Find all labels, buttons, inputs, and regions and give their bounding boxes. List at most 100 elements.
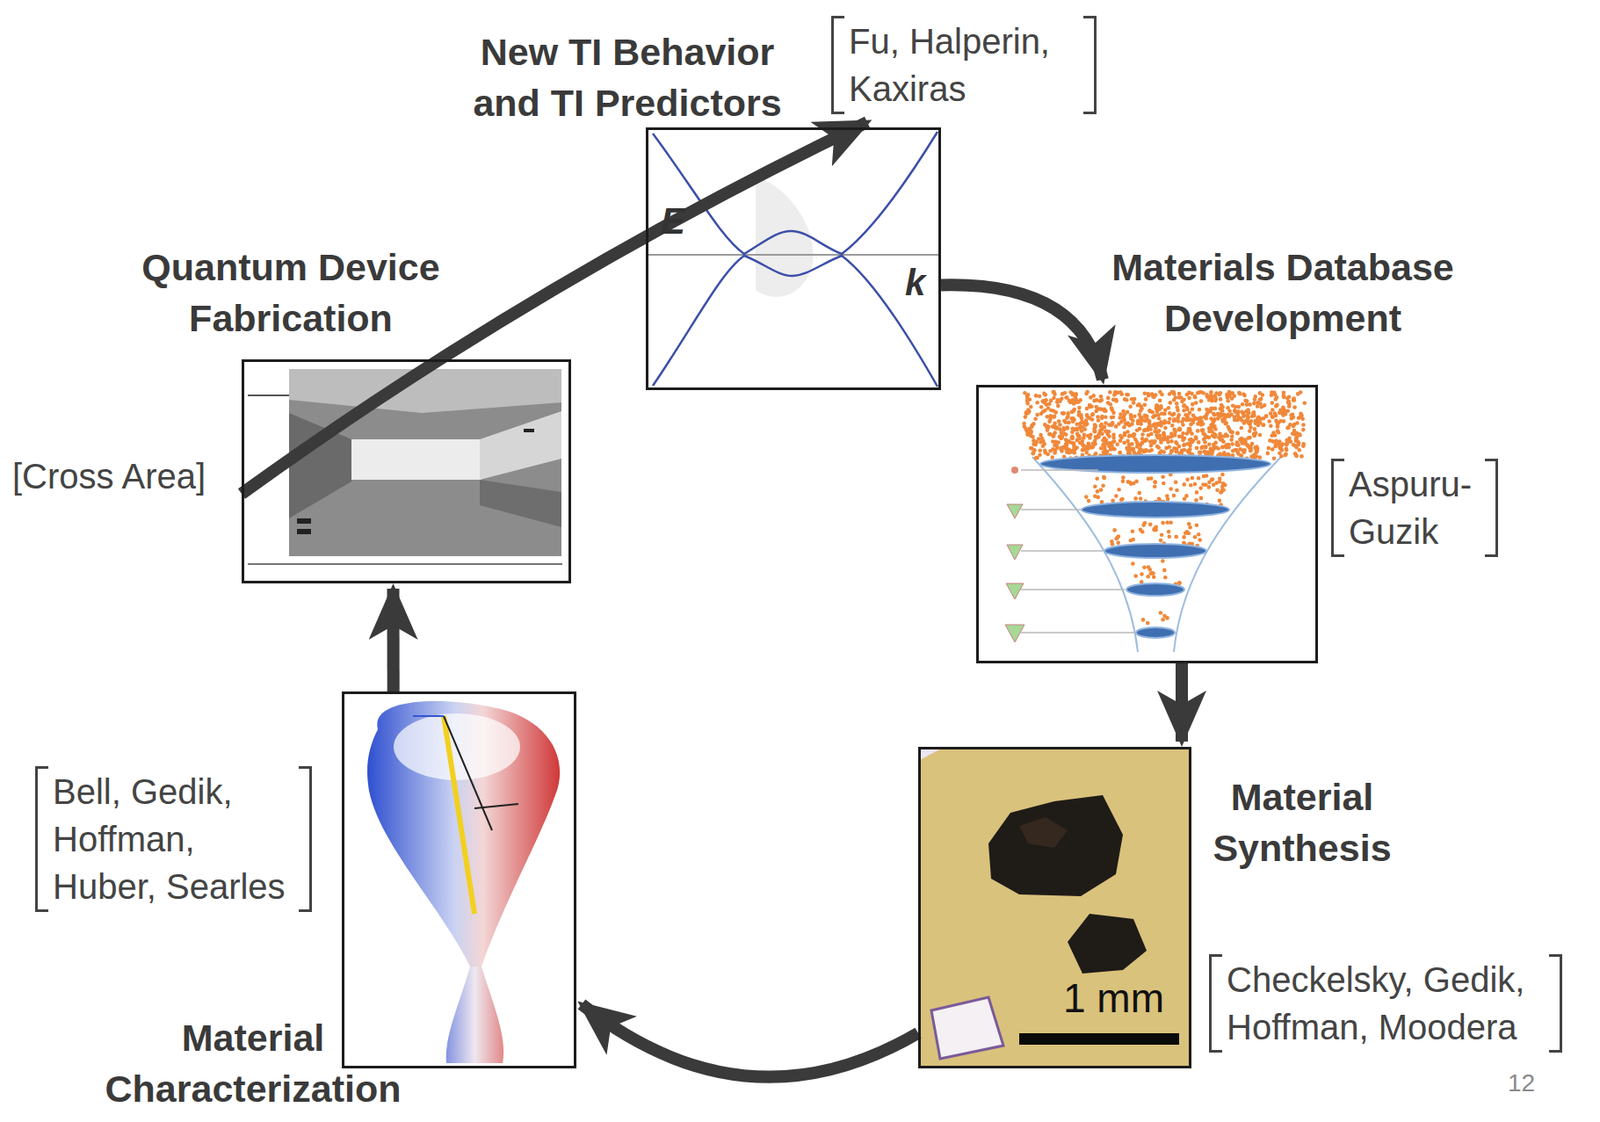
candidate-dot: [1248, 444, 1253, 449]
candidate-dot: [1207, 441, 1212, 447]
candidate-dot: [1116, 421, 1122, 427]
candidate-dot: [1082, 427, 1087, 432]
candidate-dot: [1161, 449, 1166, 455]
candidate-dot: [1051, 434, 1057, 439]
candidate-dot: [1041, 443, 1046, 449]
candidate-dot: [1145, 574, 1151, 580]
candidate-dot: [1099, 394, 1104, 399]
candidate-dot: [1190, 406, 1195, 412]
candidate-dot: [1028, 405, 1034, 410]
candidate-dot: [1230, 430, 1235, 435]
candidate-dot: [1136, 403, 1141, 408]
candidate-dot: [1078, 440, 1083, 445]
candidate-dot: [1267, 438, 1273, 443]
candidate-dot: [1070, 435, 1075, 441]
candidate-dot: [1230, 434, 1235, 439]
candidate-dot: [1141, 617, 1146, 623]
candidate-dot: [1093, 429, 1098, 435]
candidate-dot: [1125, 439, 1130, 444]
candidate-dot: [1085, 414, 1091, 420]
candidate-dot: [1187, 428, 1193, 434]
candidate-dot: [1114, 398, 1119, 404]
candidate-dot: [1153, 479, 1159, 485]
candidate-dot: [1274, 403, 1280, 408]
candidate-dot: [1040, 436, 1045, 442]
candidate-dot: [1141, 522, 1146, 528]
candidate-dot: [1240, 402, 1246, 407]
candidate-dot: [1274, 441, 1279, 447]
candidate-dot: [1177, 427, 1182, 432]
candidate-dot: [1131, 432, 1137, 437]
candidate-dot: [1114, 442, 1120, 448]
candidate-dot: [1166, 529, 1172, 535]
candidate-dot: [1114, 536, 1119, 542]
candidate-dot: [1191, 412, 1196, 418]
candidate-dot: [1025, 401, 1030, 406]
candidate-dot: [1270, 447, 1275, 452]
candidate-dot: [1301, 422, 1306, 428]
candidate-dot: [1243, 437, 1248, 442]
dirac-cone-plot: [341, 691, 577, 1069]
candidate-dot: [1291, 396, 1296, 401]
candidate-dot: [1245, 442, 1250, 448]
candidate-dot: [1287, 401, 1292, 406]
candidate-dot: [1180, 438, 1186, 443]
candidate-dot: [1266, 451, 1271, 457]
candidate-dot: [1222, 450, 1227, 456]
candidate-dot: [1094, 476, 1100, 481]
candidate-dot: [1070, 435, 1075, 441]
candidate-dot: [1143, 390, 1148, 396]
candidate-dot: [1162, 568, 1167, 573]
candidate-dot: [1165, 434, 1171, 440]
candidate-dot: [1275, 424, 1281, 429]
candidate-dot: [1281, 395, 1287, 400]
candidate-dot: [1151, 574, 1157, 580]
candidate-dot: [1140, 529, 1145, 535]
candidate-dot: [1129, 441, 1135, 447]
candidate-dot: [1256, 415, 1261, 420]
candidate-dot: [1093, 405, 1099, 410]
candidate-dot: [1094, 398, 1100, 403]
candidate-dot: [1112, 447, 1117, 452]
candidate-dot: [1275, 428, 1281, 434]
candidate-dot: [1255, 400, 1260, 406]
candidate-dot: [1230, 403, 1236, 408]
candidate-dot: [1169, 431, 1174, 436]
candidate-dot: [1158, 421, 1164, 427]
stage-heading: New TI Behavior and TI Predictors: [451, 26, 804, 129]
candidate-dot: [1216, 435, 1222, 441]
candidate-dot: [1194, 400, 1199, 406]
page-number: 12: [1507, 1070, 1535, 1097]
candidate-dot: [1239, 453, 1245, 458]
candidate-dot: [1160, 558, 1166, 564]
candidate-dot: [1090, 412, 1095, 417]
candidate-dot: [1194, 490, 1200, 495]
candidate-dot: [1074, 427, 1079, 432]
candidate-dot: [1146, 433, 1152, 438]
candidate-dot: [1085, 390, 1090, 395]
candidate-dot: [1151, 394, 1156, 399]
candidate-dot: [1274, 397, 1279, 402]
candidate-dot: [1217, 392, 1223, 398]
candidate-dot: [1073, 391, 1079, 397]
screening-funnel: [976, 384, 1318, 664]
candidate-dot: [1143, 402, 1148, 407]
candidate-dot: [1095, 489, 1101, 494]
candidate-dot: [1144, 437, 1150, 442]
candidate-dot: [1255, 404, 1260, 409]
candidate-dot: [1233, 409, 1239, 414]
candidate-dot: [1184, 493, 1189, 499]
candidate-dot: [1121, 475, 1126, 480]
candidate-dot: [1191, 438, 1196, 443]
candidate-dot: [1125, 429, 1130, 435]
candidate-dot: [1203, 444, 1209, 449]
candidate-dot: [1073, 397, 1079, 402]
candidate-dot: [1239, 410, 1245, 415]
candidate-dot: [1132, 432, 1137, 437]
candidate-dot: [1272, 456, 1277, 462]
candidate-dot: [1142, 565, 1147, 571]
candidate-dot: [1099, 422, 1104, 428]
candidate-dot: [1077, 410, 1082, 415]
candidate-dot: [1107, 422, 1112, 428]
